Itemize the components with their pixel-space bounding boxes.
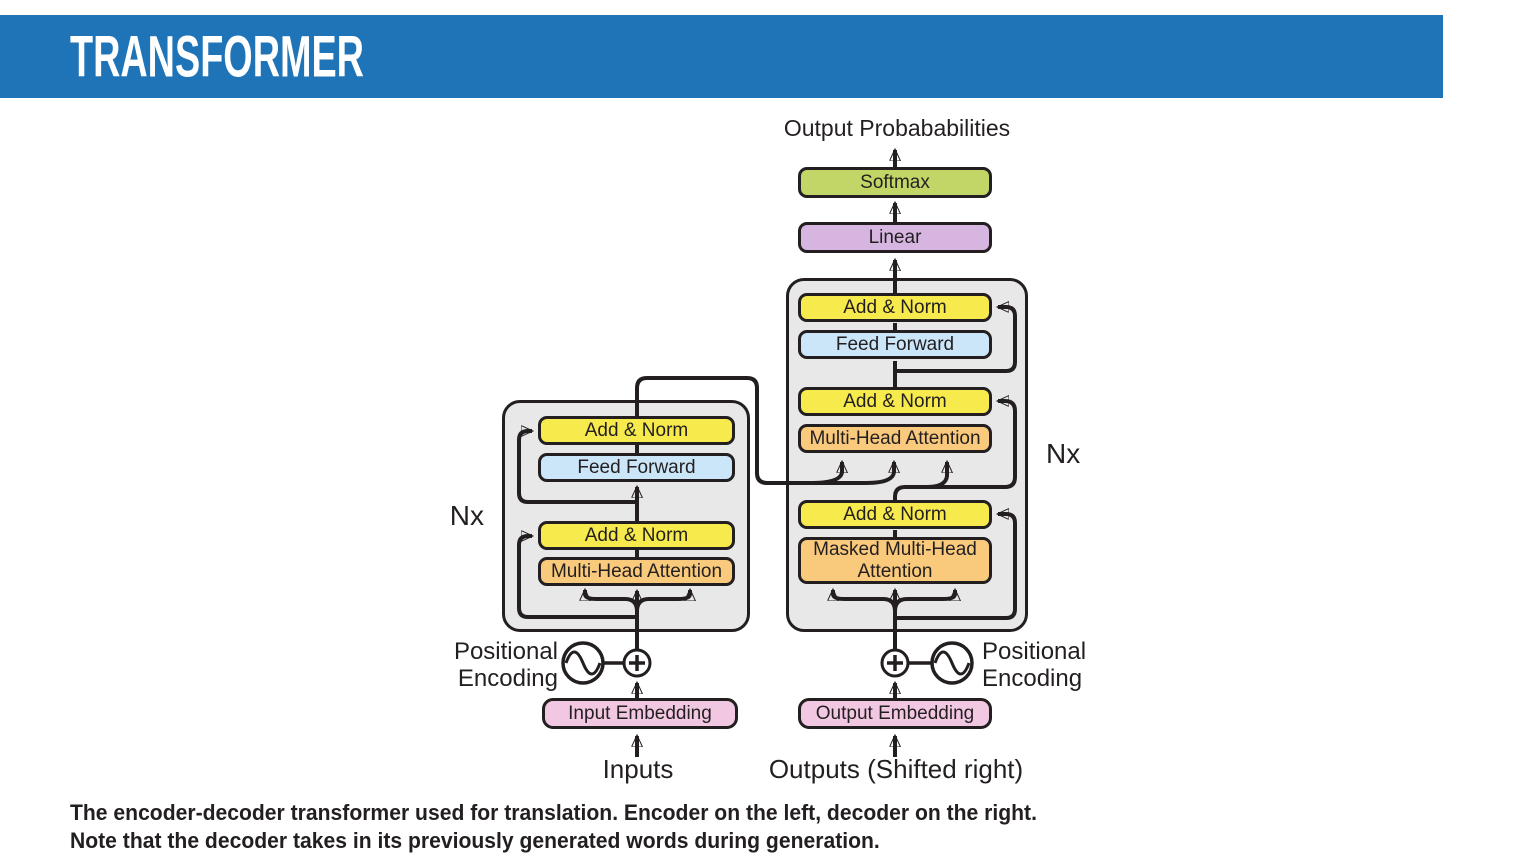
caption-line2: Note that the decoder takes in its previ… xyxy=(70,827,880,853)
encoder-add-norm-bottom-box: Add & Norm xyxy=(538,521,735,550)
encoder-nx-label: Nx xyxy=(449,500,484,531)
decoder-masked-multi-head-attention-box: Masked Multi-Head Attention xyxy=(798,537,992,584)
encoder-feed-forward-box: Feed Forward xyxy=(538,453,735,482)
positional-encoding-label-left: Positional Encoding xyxy=(420,638,558,692)
linear-box: Linear xyxy=(798,222,992,253)
decoder-add-norm-bottom-box: Add & Norm xyxy=(798,500,992,529)
positional-encoding-icon-right xyxy=(909,641,974,685)
inputs-label: Inputs xyxy=(602,754,674,784)
outputs-label: Outputs (Shifted right) xyxy=(768,754,1024,784)
add-icon-left xyxy=(622,648,652,678)
pos-enc-left-line2: Encoding xyxy=(457,665,558,692)
encoder-add-norm-top-box: Add & Norm xyxy=(538,416,735,445)
caption-line1: The encoder-decoder transformer used for… xyxy=(70,800,1037,825)
header-bar: TRANSFORMER xyxy=(0,15,1443,98)
positional-encoding-icon-left xyxy=(561,641,623,685)
input-embedding-box: Input Embedding xyxy=(542,698,738,729)
add-icon-right xyxy=(880,648,910,678)
decoder-add-norm-mid-box: Add & Norm xyxy=(798,387,992,416)
output-embedding-box: Output Embedding xyxy=(798,698,992,729)
pos-enc-right-line1: Positional xyxy=(982,638,1087,665)
softmax-box: Softmax xyxy=(798,167,992,198)
decoder-feed-forward-box: Feed Forward xyxy=(798,330,992,359)
decoder-nx-label: Nx xyxy=(1046,438,1081,469)
page-title: TRANSFORMER xyxy=(70,24,364,89)
pos-enc-left-line1: Positional xyxy=(453,638,558,665)
positional-encoding-label-right: Positional Encoding xyxy=(982,638,1122,692)
output-probabilities-label: Output Probababilities xyxy=(783,115,1011,141)
encoder-multi-head-attention-box: Multi-Head Attention xyxy=(538,557,735,586)
decoder-wires xyxy=(833,150,1017,757)
decoder-multi-head-attention-box: Multi-Head Attention xyxy=(798,424,992,453)
decoder-add-norm-top-box: Add & Norm xyxy=(798,293,992,322)
encoder-wires xyxy=(517,376,894,757)
caption: The encoder-decoder transformer used for… xyxy=(70,799,1126,854)
pos-enc-right-line2: Encoding xyxy=(982,665,1083,692)
